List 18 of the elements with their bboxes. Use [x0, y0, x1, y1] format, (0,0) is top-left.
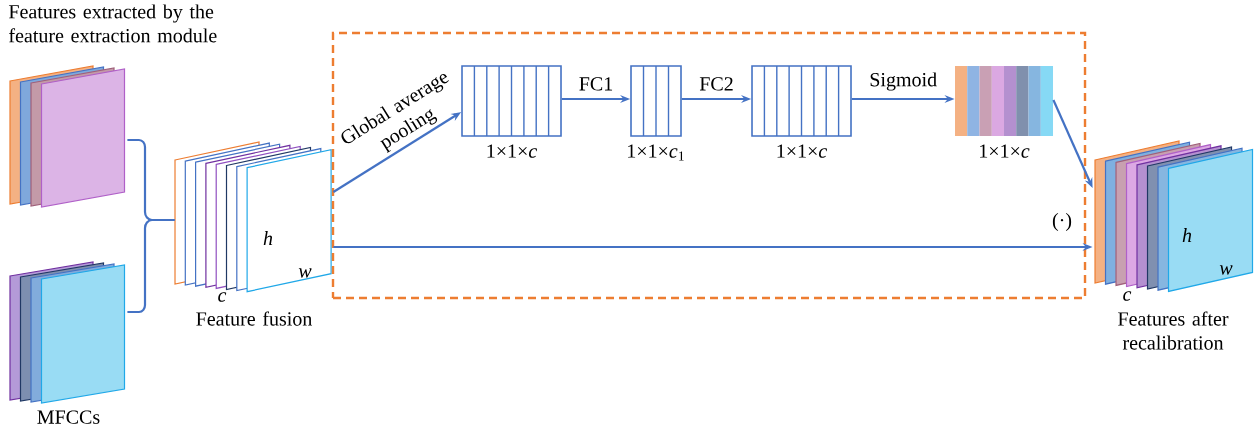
heading: Features extracted by the feature extraction module — [8, 4, 217, 43]
size-label: 1×1×c — [777, 144, 827, 158]
size-label: 1×1×c$_{1}$ — [628, 144, 684, 161]
axis-letter: h — [1182, 228, 1192, 242]
size-label: 1×1×c — [487, 144, 537, 158]
edge-label: Sigmoid — [867, 70, 940, 93]
axis-letter: w — [1219, 265, 1233, 275]
edge-label: FC2 — [697, 75, 736, 93]
edge-label: FC1 — [576, 75, 616, 93]
dashed-frame — [331, 31, 1087, 300]
brace-line — [127, 218, 175, 314]
axis-letter: c — [218, 292, 227, 302]
node-label: Features after recalibration — [1118, 311, 1229, 350]
axis-letter: c — [1123, 291, 1132, 301]
node-label: MFCCs — [37, 410, 100, 424]
node-label: Feature fusion — [196, 311, 312, 326]
operator-label: (·) — [1052, 212, 1072, 232]
size-label: 1×1×c — [980, 144, 1030, 158]
